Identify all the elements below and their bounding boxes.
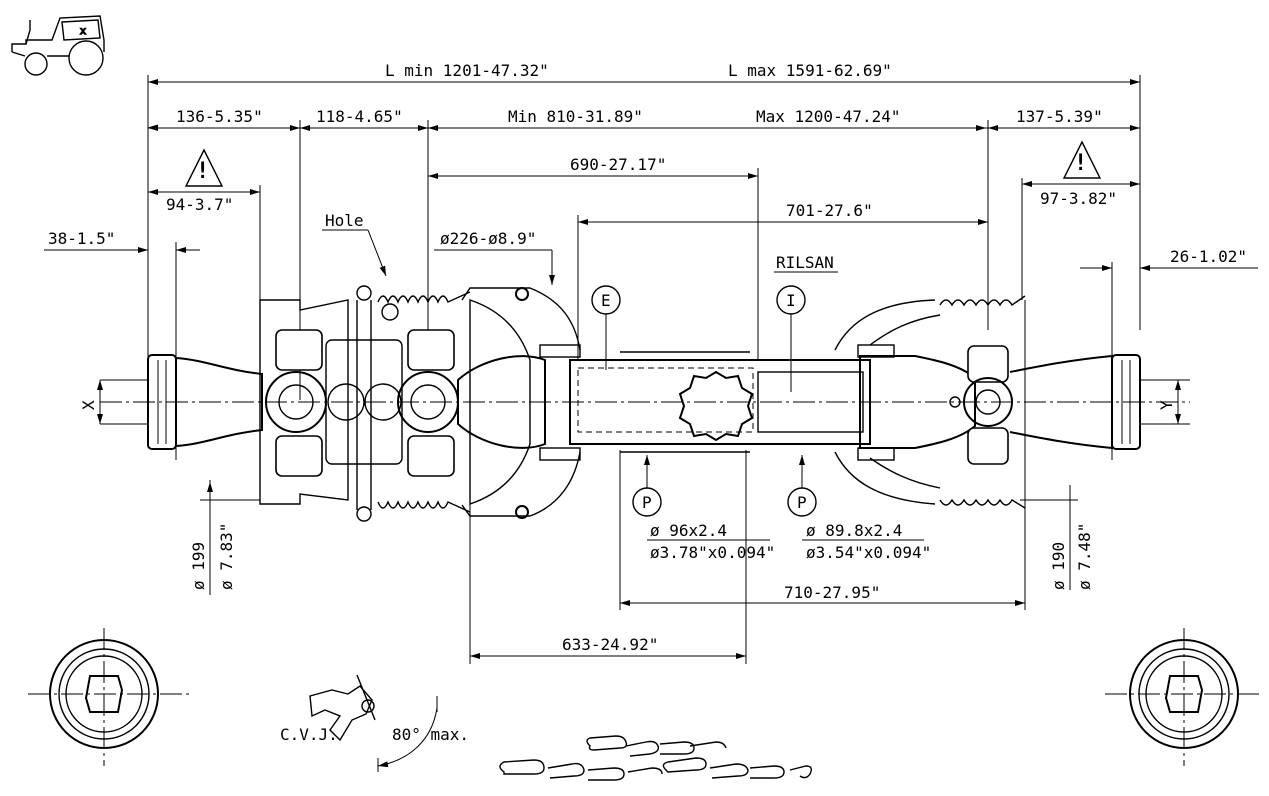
label-rilsan: RILSAN [776, 253, 834, 272]
label-tube-left-mm: ø 96x2.4 [650, 521, 727, 540]
label-701: 701-27.6" [786, 201, 873, 220]
label-tube-right-in: ø3.54"x0.094" [806, 543, 931, 562]
shaft-assembly [100, 285, 1190, 522]
svg-text:!: ! [1074, 151, 1087, 176]
label-tube-left-in: ø3.78"x0.094" [650, 543, 775, 562]
warning-icon-left: ! [184, 148, 224, 187]
label-hole: Hole [325, 211, 364, 230]
label-x: X [79, 400, 98, 410]
label-angle: 80° max. [392, 725, 469, 744]
label-38: 38-1.5" [48, 229, 115, 248]
label-min810: Min 810-31.89" [508, 107, 643, 126]
dimension-lines [44, 75, 1258, 664]
label-p-right: P [797, 493, 807, 512]
label-l-max: L max 1591-62.69" [728, 61, 892, 80]
dimension-labels: L min 1201-47.32" L max 1591-62.69" 136-… [48, 61, 1247, 744]
label-cvj: C.V.J. [280, 725, 338, 744]
label-max1200: Max 1200-47.24" [756, 107, 901, 126]
label-97: 97-3.82" [1040, 189, 1117, 208]
tractor-icon: x [11, 15, 105, 76]
label-190: ø 190 [1049, 542, 1068, 590]
label-136: 136-5.35" [176, 107, 263, 126]
label-783: ø 7.83" [217, 523, 236, 590]
label-i: I [786, 291, 796, 310]
hole-leader [322, 229, 387, 277]
label-y: Y [1157, 400, 1176, 410]
chain-icon [499, 735, 813, 781]
end-view-left [28, 628, 190, 766]
end-view-right [1105, 628, 1262, 766]
label-226: ø226-ø8.9" [440, 229, 536, 248]
warning-icon-right: ! [1062, 140, 1102, 179]
label-26: 26-1.02" [1170, 247, 1247, 266]
hub-dimensions [97, 380, 1181, 595]
label-199: ø 199 [189, 542, 208, 590]
label-690: 690-27.17" [570, 155, 666, 174]
label-633: 633-24.92" [562, 635, 658, 654]
svg-text:x: x [80, 26, 86, 37]
label-118: 118-4.65" [316, 107, 403, 126]
label-p-left: P [642, 493, 652, 512]
cvj-icon [309, 674, 438, 772]
svg-text:!: ! [196, 159, 209, 184]
label-94: 94-3.7" [166, 195, 233, 214]
label-748: ø 7.48" [1075, 523, 1094, 590]
label-e: E [601, 291, 611, 310]
label-tube-right-mm: ø 89.8x2.4 [806, 521, 902, 540]
label-l-min: L min 1201-47.32" [385, 61, 549, 80]
label-137: 137-5.39" [1016, 107, 1103, 126]
part-balloons [591, 271, 924, 541]
label-710: 710-27.95" [784, 583, 880, 602]
